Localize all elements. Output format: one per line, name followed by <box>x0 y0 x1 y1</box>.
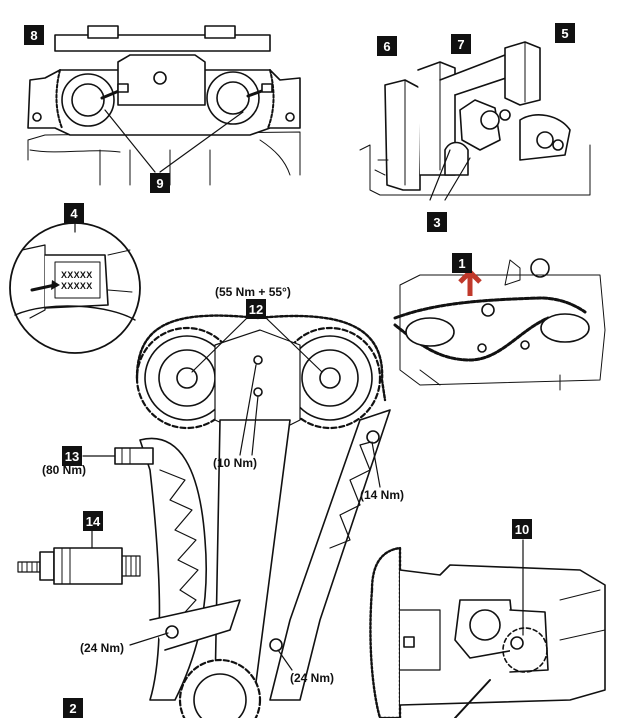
tensioner-pin-tool <box>17 527 141 585</box>
torque-label-camshaft-sprockets: (55 Nm + 55°) <box>215 285 291 299</box>
callout-13: 13 <box>62 446 82 466</box>
callout-14: 14 <box>83 511 103 531</box>
callout-3: 3 <box>427 212 447 232</box>
torque-label-guide-bolt-right: (24 Nm) <box>290 671 335 685</box>
camshaft-locking-tool-view <box>27 25 301 186</box>
engine-block-detail-view <box>369 539 606 718</box>
torque-label-guide-bolt-left: (24 Nm) <box>80 641 125 655</box>
callout-7: 7 <box>451 34 471 54</box>
torque-label-chain-guide-upper: (10 Nm) <box>213 456 258 470</box>
callout-8: 8 <box>24 25 44 45</box>
torque-label-tensioner-rail-bolt: (14 Nm) <box>360 488 405 502</box>
code-detail-circle <box>9 222 141 354</box>
callout-4: 4 <box>64 203 84 223</box>
callout-9: 9 <box>150 173 170 193</box>
callout-2: 2 <box>63 698 83 718</box>
camshaft-setting-bar-view <box>359 41 591 201</box>
callout-6: 6 <box>377 36 397 56</box>
chain-installation-view <box>393 258 606 391</box>
timing-chain-assembly <box>82 314 391 718</box>
stamped-code-line-1: XXXXX <box>61 270 93 280</box>
callout-1: 1 <box>452 253 472 273</box>
stamped-code-line-2: XXXXX <box>61 281 93 291</box>
torque-label-tensioner-plug: (80 Nm) <box>42 463 87 477</box>
callout-5: 5 <box>555 23 575 43</box>
callout-10: 10 <box>512 519 532 539</box>
callout-12: 12 <box>246 299 266 319</box>
